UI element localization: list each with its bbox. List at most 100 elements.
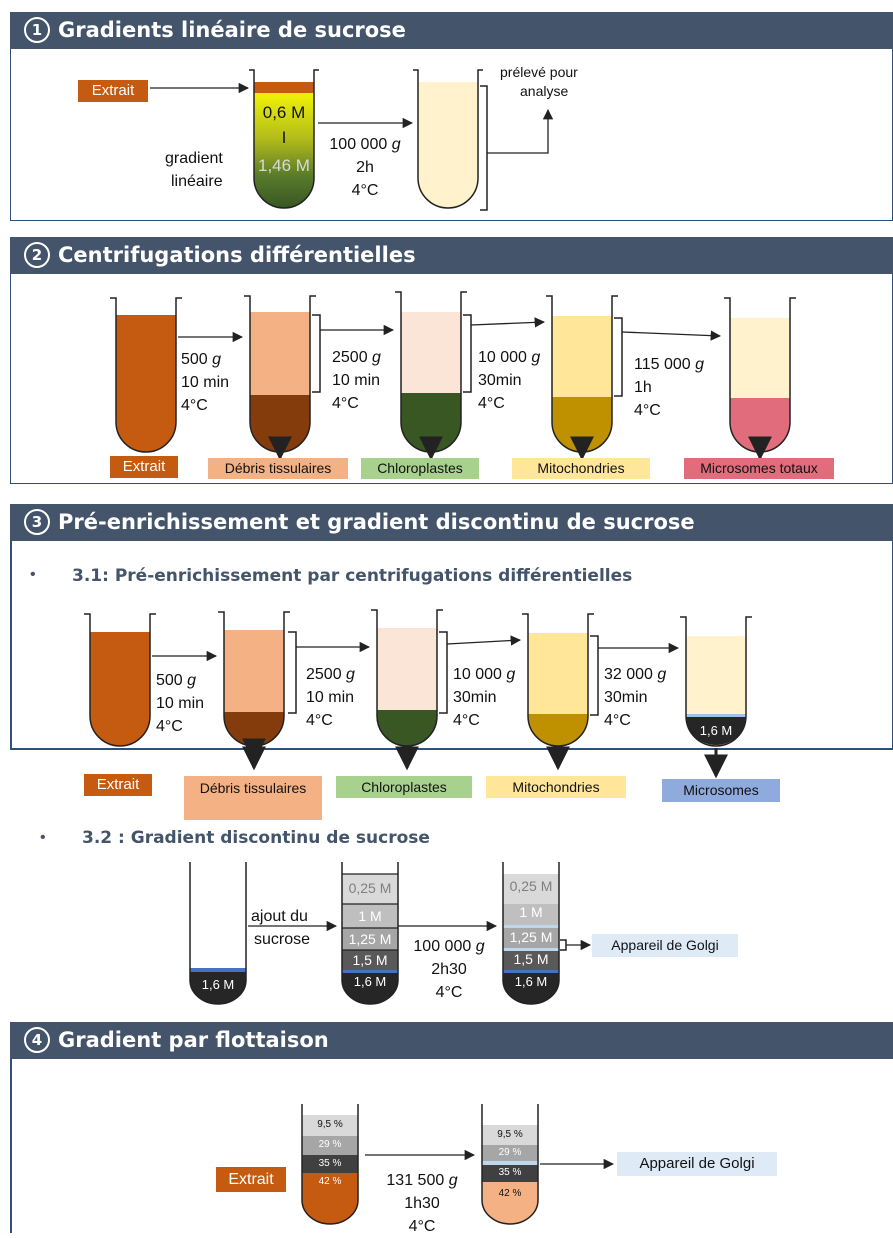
centrifuge-conditions-1: 100 000 g 2h 4°C — [320, 133, 410, 202]
cond-temp: 4°C — [181, 397, 208, 414]
cond-time: 2h — [356, 159, 374, 176]
s4-end-layer-1: 9,5 % — [497, 1129, 523, 1140]
label-chloroplastes: Chloroplastes — [361, 458, 479, 479]
gradient-tube — [249, 69, 319, 209]
cond-time: 10 min — [332, 372, 381, 389]
cond-speed: 100 000 g — [329, 136, 401, 153]
section-3-title: Pré-enrichissement et gradient discontin… — [58, 510, 695, 534]
gradient-mark: I — [281, 128, 287, 147]
bracket-4 — [614, 317, 623, 397]
bracket-4 — [590, 635, 599, 716]
subtitle-3-1: 3.1: Pré-enrichissement par centrifugati… — [72, 566, 633, 586]
section-4-title: Gradient par flottaison — [58, 1028, 329, 1052]
cond-temp: 4°C — [351, 182, 379, 199]
cond-time: 30min — [604, 689, 648, 706]
tube-microsomes-totaux — [724, 297, 796, 453]
s3-cond-1: 500 g 10 min 4°C — [156, 669, 204, 738]
label-debris-text: Débris tissulaires — [199, 780, 307, 796]
bottom-concentration: 1,46 M — [258, 156, 310, 175]
cond-temp: 4°C — [453, 712, 480, 729]
s3-2-cond: 100 000 g 2h30 4°C — [404, 935, 494, 1004]
sample-label-1: prélevé pour — [500, 64, 578, 80]
s3-cond-4: 32 000 g 30min 4°C — [604, 663, 666, 732]
label-debris: Débris tissulaires — [184, 776, 322, 820]
s3-cond-2: 2500 g 10 min 4°C — [306, 663, 355, 732]
s2-cond-3: 10 000 g 30min 4°C — [478, 346, 540, 415]
top-concentration: 0,6 M — [262, 103, 306, 122]
label-extrait: Extrait — [110, 456, 178, 478]
tube-extrait — [84, 613, 156, 747]
tube-b-layer-1: 0,25 M — [348, 880, 392, 896]
tube-b-layer-2: 1 M — [358, 908, 382, 924]
label-mitochondries: Mitochondries — [486, 776, 626, 798]
golgi-label-3: Appareil de Golgi — [592, 934, 738, 957]
gradient-label-1: gradient — [165, 150, 223, 167]
cond-speed: 115 000 g — [634, 356, 704, 373]
s2-cond-2: 2500 g 10 min 4°C — [332, 346, 381, 415]
tube-c-layer-3: 1,25 M — [509, 929, 553, 945]
cond-time: 1h — [634, 379, 652, 396]
subtitle-3-2: 3.2 : Gradient discontinu de sucrose — [82, 828, 430, 848]
cond-time: 10 min — [156, 695, 205, 712]
section-4-left-border — [10, 1059, 12, 1233]
s4-start-layer-3: 35 % — [318, 1158, 342, 1169]
tube-b-layer-5: 1,6 M — [353, 974, 387, 989]
tube-flottaison-end — [481, 1104, 539, 1225]
tube-c-layer-4: 1,5 M — [513, 951, 549, 967]
tube-a-final — [189, 862, 247, 1005]
arrow-sample — [487, 108, 554, 154]
cond-time: 10 min — [181, 374, 230, 391]
s3-cond-3: 10 000 g 30min 4°C — [453, 663, 515, 732]
section-2-diagram — [110, 291, 796, 461]
cond-temp: 4°C — [156, 718, 183, 735]
golgi-label-4: Appareil de Golgi — [617, 1152, 777, 1176]
label-mitochondries: Mitochondries — [512, 458, 650, 479]
tube-mitochondries — [522, 613, 594, 747]
section-1-header: 1 Gradients linéaire de sucrose — [10, 12, 893, 49]
section-4-number: 4 — [24, 1027, 50, 1053]
label-debris: Débris tissulaires — [208, 458, 348, 479]
s4-end-layer-2: 29 % — [498, 1147, 522, 1158]
tube-c-final — [502, 862, 560, 1005]
tube-c-layer-5: 1,6 M — [514, 974, 548, 989]
label-microsomes-totaux: Microsomes totaux — [684, 458, 834, 479]
extrait-label-4: Extrait — [216, 1167, 286, 1192]
arrow-step-3 — [470, 317, 546, 328]
section-1-title: Gradients linéaire de sucrose — [58, 18, 406, 42]
section-3-diagram — [84, 609, 752, 779]
bracket-2 — [288, 631, 297, 714]
bracket-3 — [463, 314, 472, 393]
bracket-3 — [439, 631, 448, 714]
bracket-2 — [312, 314, 321, 393]
tube-mitochondries — [546, 295, 618, 453]
s4-start-layer-2: 29 % — [318, 1139, 342, 1150]
cond-temp: 4°C — [332, 395, 359, 412]
section-2-number: 2 — [24, 242, 50, 268]
section-1-diagram — [150, 69, 554, 211]
s2-cond-1: 500 g 10 min 4°C — [181, 348, 229, 417]
cushion-tube-a: 1,6 M — [201, 977, 235, 992]
cond-time: 30min — [453, 689, 497, 706]
section-2-header: 2 Centrifugations différentielles — [10, 237, 893, 274]
cond-speed: 2500 g — [306, 666, 355, 683]
cond-time: 10 min — [306, 689, 355, 706]
section-1-number: 1 — [24, 17, 50, 43]
section-4-header: 4 Gradient par flottaison — [10, 1022, 893, 1059]
section-2-title: Centrifugations différentielles — [58, 243, 416, 267]
tube-debris — [244, 295, 316, 453]
cond-temp: 4°C — [634, 402, 661, 419]
bullet-3-1: • — [30, 566, 36, 583]
cond-speed: 10 000 g — [478, 349, 541, 366]
tube-chloroplastes — [371, 609, 443, 747]
s4-end-layer-3: 35 % — [498, 1167, 522, 1178]
arrow-step-4 — [621, 330, 722, 341]
label-chloroplastes: Chloroplastes — [336, 776, 472, 798]
tube-extrait — [110, 297, 182, 453]
add-label-2: sucrose — [254, 931, 311, 948]
cond-time: 1h30 — [404, 1195, 440, 1212]
s4-end-layer-4: 42 % — [498, 1188, 522, 1199]
tube-chloroplastes — [395, 291, 467, 453]
